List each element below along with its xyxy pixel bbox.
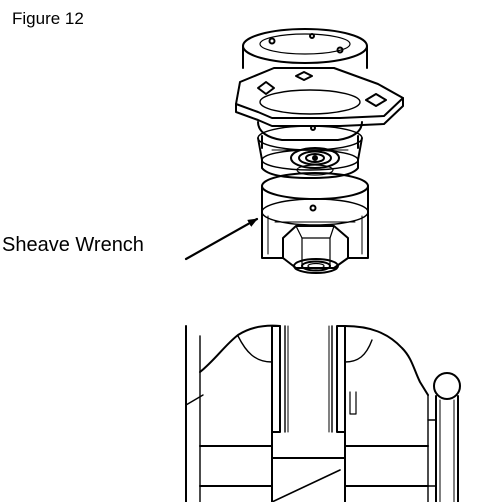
bearing-shaft-end (290, 147, 340, 176)
figure-title: Figure 12 (12, 9, 84, 28)
sheave-wrench-callout-label: Sheave Wrench (2, 234, 144, 256)
housing-top-cap (242, 28, 368, 69)
sheave-pulley (257, 125, 363, 179)
vise-left-jaw (185, 324, 281, 502)
vise-left-jaw-plate (271, 325, 289, 433)
mounting-flange (235, 67, 404, 127)
bearing-housing-assembly (235, 28, 404, 179)
vise-slide (199, 431, 429, 502)
diamond-hole-left (257, 81, 275, 95)
housing-body (257, 89, 363, 149)
diamond-hole-top (295, 71, 313, 81)
bench-vise (185, 324, 461, 502)
callout-arrow (184, 217, 259, 261)
hex-nut (282, 225, 349, 274)
vise-right-jaw (328, 325, 429, 433)
diamond-hole-right (365, 93, 387, 107)
vise-handle (427, 372, 461, 502)
